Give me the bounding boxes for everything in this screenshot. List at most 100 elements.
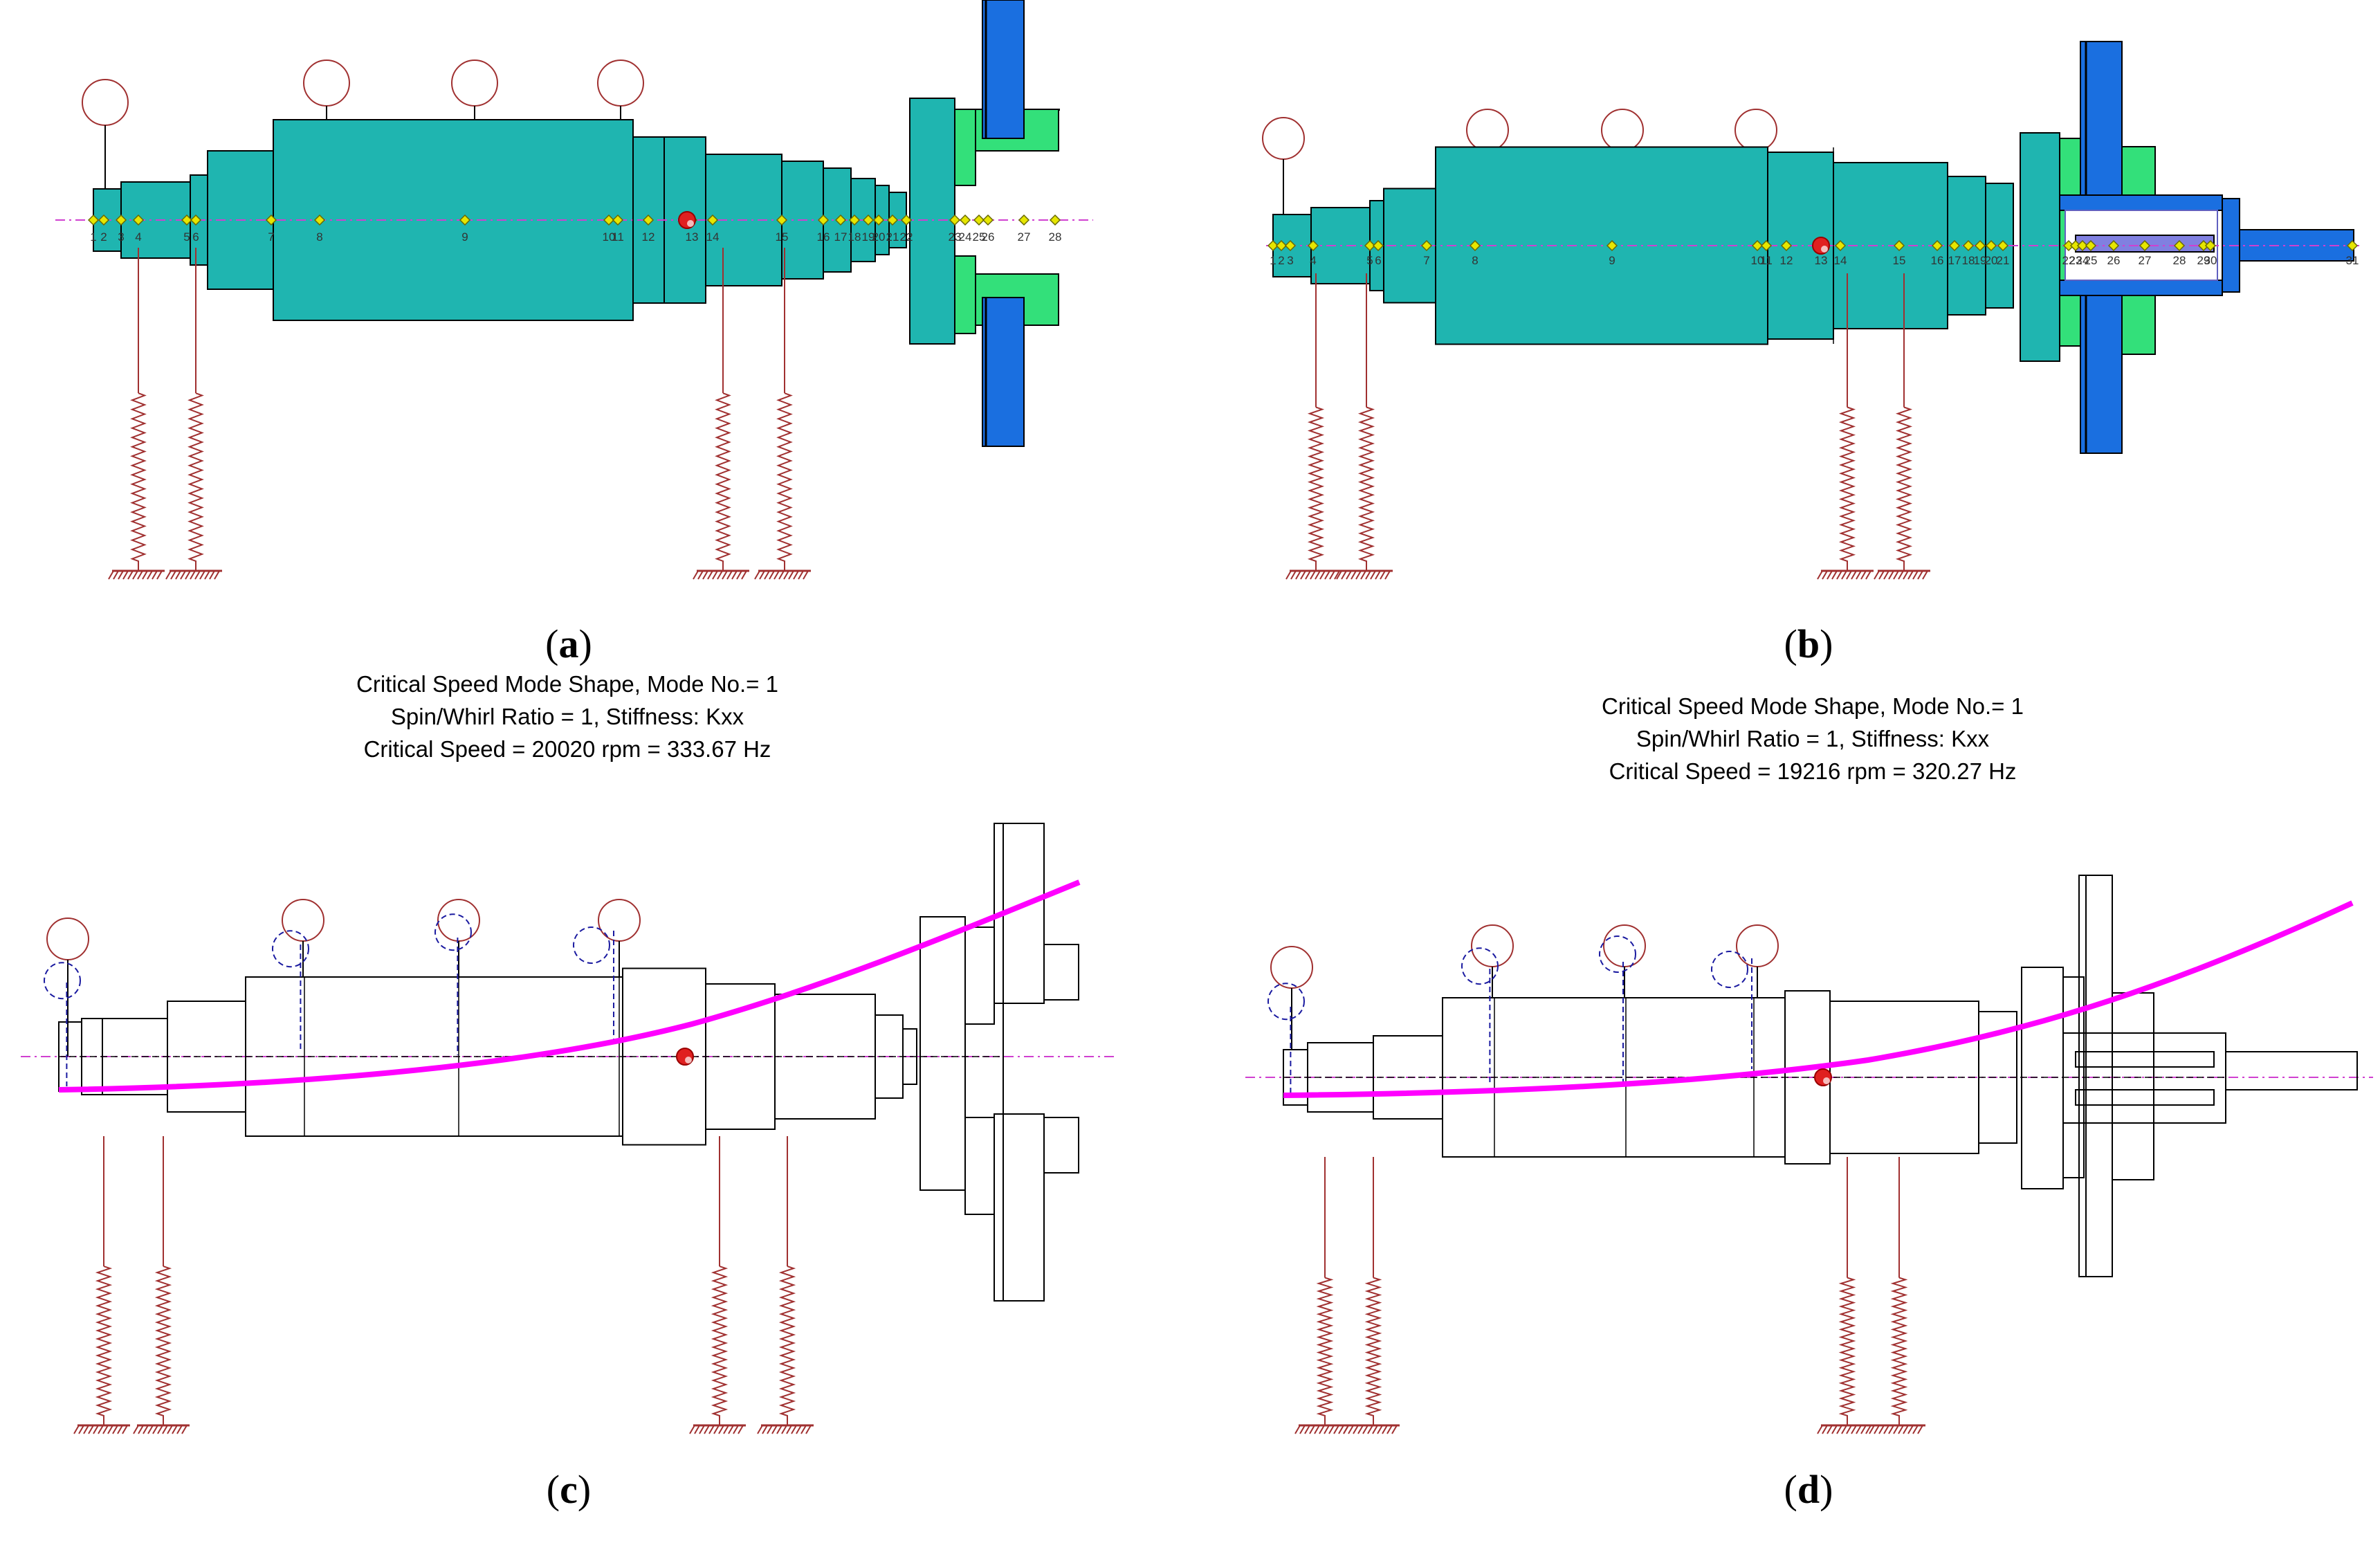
ground-hatch: [805, 1425, 812, 1434]
spring-bearing-icon: [1316, 1277, 1334, 1425]
ground-hatch: [786, 1425, 792, 1434]
ground-hatch: [1893, 1425, 1899, 1434]
ground-hatch: [1822, 1425, 1828, 1434]
ground-hatch: [1324, 1425, 1330, 1434]
mass-circle-4: [598, 899, 641, 977]
ground-hatch: [693, 570, 699, 580]
node-label: 7: [268, 230, 274, 244]
ground-hatch: [118, 570, 124, 580]
ground-hatch: [798, 570, 804, 580]
ground-hatch-icon: [757, 1424, 814, 1434]
ground-hatch: [1294, 1425, 1301, 1434]
node-label: 23: [2069, 254, 2082, 267]
ground-hatch: [78, 1425, 84, 1434]
bearing-2: [1336, 273, 1393, 580]
tube-outline: [2062, 1032, 2226, 1124]
diamond-node-icon: [313, 214, 326, 226]
deflected-mass: [573, 926, 614, 1045]
diamond-node-icon: [862, 214, 875, 226]
circle-mass-icon: [82, 79, 129, 126]
hub-disk-outline: [919, 916, 966, 1191]
ground-hatch: [759, 570, 765, 580]
node-label: 16: [817, 230, 830, 244]
ground-hatch: [1362, 1425, 1368, 1434]
ground-hatch: [93, 1425, 99, 1434]
mass-circle-3: [437, 899, 480, 977]
diamond-node-icon: [642, 214, 654, 226]
circle-mass-icon: [1603, 924, 1646, 967]
diamond-node-icon: [1893, 239, 1905, 252]
diamond-node-icon: [982, 214, 994, 226]
diamond-node-icon: [872, 214, 885, 226]
node-label: 2: [100, 230, 107, 244]
circle-mass-icon: [1466, 109, 1509, 152]
ground-hatch: [127, 570, 134, 580]
ground-hatch: [98, 1425, 104, 1434]
diamond-node-icon: [2107, 239, 2120, 252]
circle-mass-icon: [598, 899, 641, 942]
diamond-node-icon: [1284, 239, 1297, 252]
ground-hatch: [147, 570, 153, 580]
diamond-node-icon: [1974, 239, 1986, 252]
ground-hatch: [1314, 1425, 1320, 1434]
ground-hatch: [1851, 570, 1857, 580]
mass-circle-4: [1734, 109, 1777, 152]
diamond-node-icon: [848, 214, 861, 226]
ground-hatch: [162, 1425, 168, 1434]
ground-hatch: [194, 570, 201, 580]
mass-circle-4: [597, 60, 644, 120]
spring-bearing-icon: [154, 1266, 172, 1425]
ground-hatch: [1382, 1425, 1388, 1434]
ground-hatch: [694, 1425, 700, 1434]
mass-circle-1: [1270, 946, 1313, 1050]
ground-hatch: [726, 570, 733, 580]
outline-segment-10: [902, 1028, 917, 1085]
node-label: 18: [848, 230, 861, 244]
node-label: 12: [1780, 254, 1793, 267]
mass-circle-3: [1601, 109, 1644, 152]
ground-hatch: [704, 1425, 710, 1434]
node-label: 17: [1948, 254, 1961, 267]
node-label: 22: [900, 230, 913, 244]
ground-hatch: [757, 1425, 763, 1434]
ground-hatch: [209, 570, 215, 580]
ground-hatch: [83, 1425, 89, 1434]
node-label: 19: [1974, 254, 1987, 267]
bearing-3: [1817, 273, 1874, 580]
diamond-node-icon: [834, 214, 847, 226]
mass-circle-4: [1736, 924, 1779, 998]
ground-hatch: [1300, 570, 1306, 580]
bearing-2: [133, 1136, 190, 1434]
stub-shaft: [2225, 1051, 2358, 1090]
ground-hatch: [718, 1425, 724, 1434]
ground-hatch: [722, 570, 728, 580]
mass-circle-1: [82, 79, 129, 189]
ground-hatch: [1315, 570, 1321, 580]
ground-hatch: [108, 570, 114, 580]
ground-hatch: [1380, 570, 1386, 580]
spring-bearing-icon: [715, 392, 731, 571]
ground-hatch: [1907, 570, 1914, 580]
ground-hatch: [1346, 570, 1352, 580]
ground-hatch: [170, 570, 176, 580]
spring-bearing-icon: [776, 392, 793, 571]
ground-hatch: [1365, 570, 1371, 580]
panel-b-letter: b: [1797, 621, 1820, 666]
diamond-node-icon: [776, 214, 788, 226]
tube-lower: [2059, 280, 2223, 296]
ground-hatch-icon: [1817, 1424, 1874, 1434]
diamond-node-icon: [115, 214, 127, 226]
ground-hatch-icon: [1294, 1424, 1351, 1434]
ground-hatch: [1907, 1425, 1914, 1434]
spring-bearing-icon: [1357, 406, 1375, 571]
circle-mass-icon: [451, 60, 498, 107]
node-label: 3: [1287, 254, 1293, 267]
ground-hatch: [1903, 570, 1909, 580]
hub-disk: [2020, 132, 2060, 362]
diamond-node-icon: [1275, 239, 1288, 252]
ground-hatch: [147, 1425, 154, 1434]
mass-circle-1: [46, 918, 89, 1057]
bearing-4: [1869, 1157, 1925, 1434]
panel-c-title-line-3: Critical Speed = 20020 rpm = 333.67 Hz: [364, 736, 771, 762]
